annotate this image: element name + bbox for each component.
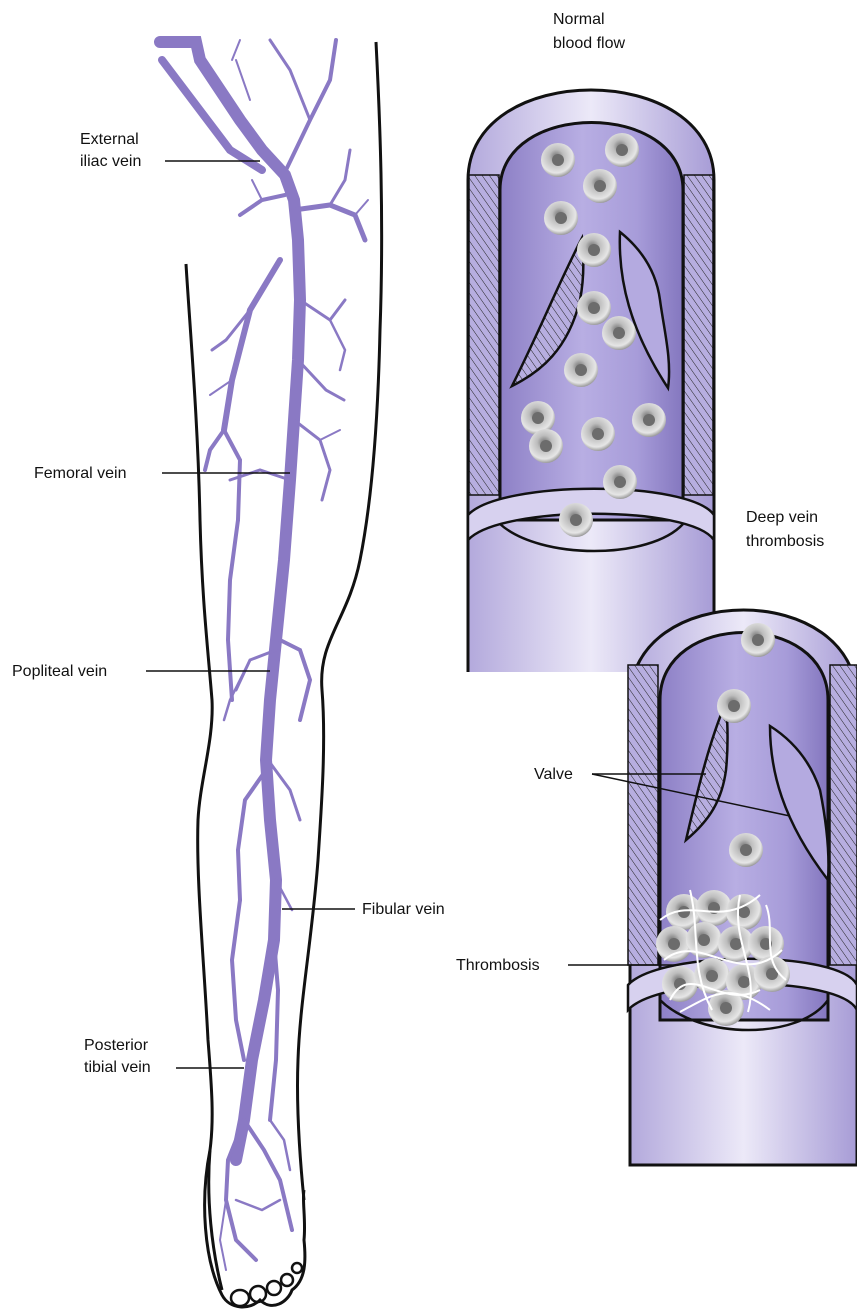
femoral-vein-label: Femoral vein — [34, 465, 126, 482]
blood-cell — [577, 233, 611, 267]
external-iliac-vein-line2: iliac vein — [80, 153, 141, 170]
blood-cell — [564, 353, 598, 387]
label-deep-vein-thrombosis: Deep vein thrombosis — [746, 509, 824, 550]
vein-network — [160, 40, 368, 1270]
deep-vein-thrombosis-line1: Deep vein — [746, 509, 818, 526]
leg-outline-left — [186, 264, 222, 1290]
label-fibular-vein: Fibular vein — [282, 901, 445, 918]
label-posterior-tibial-vein: Posterior tibial vein — [84, 1037, 244, 1076]
blood-cell — [602, 316, 636, 350]
blood-cell — [559, 503, 593, 537]
blood-cell — [605, 133, 639, 167]
label-normal-blood-flow: Normal blood flow — [553, 11, 625, 52]
blood-cell — [748, 926, 784, 962]
leg-illustration — [160, 40, 382, 1307]
dvt-vessel — [628, 610, 857, 1165]
blood-cell — [726, 894, 762, 930]
normal-blood-flow-line2: blood flow — [553, 35, 625, 52]
blood-cell — [603, 465, 637, 499]
fibular-vein-label: Fibular vein — [362, 901, 445, 918]
blood-cell — [583, 169, 617, 203]
posterior-tibial-vein-line2: tibial vein — [84, 1059, 151, 1076]
leg-outline-right — [297, 42, 381, 1200]
deep-vein-thrombosis-line2: thrombosis — [746, 533, 824, 550]
blood-cell — [581, 417, 615, 451]
external-iliac-vein-line1: External — [80, 131, 139, 148]
valve-label: Valve — [534, 766, 573, 783]
blood-cell — [541, 143, 575, 177]
toes — [231, 1263, 302, 1306]
blood-cell — [717, 689, 751, 723]
normal-blood-flow-line1: Normal — [553, 11, 605, 28]
popliteal-vein-label: Popliteal vein — [12, 663, 107, 680]
label-femoral-vein: Femoral vein — [34, 465, 290, 482]
normal-vessel — [468, 90, 714, 672]
thrombosis-label: Thrombosis — [456, 957, 540, 974]
posterior-tibial-vein-line1: Posterior — [84, 1037, 149, 1054]
blood-cell — [529, 429, 563, 463]
blood-cell — [729, 833, 763, 867]
blood-cell — [686, 922, 722, 958]
blood-cell — [577, 291, 611, 325]
blood-cell — [741, 623, 775, 657]
blood-cell — [632, 403, 666, 437]
blood-cell — [544, 201, 578, 235]
